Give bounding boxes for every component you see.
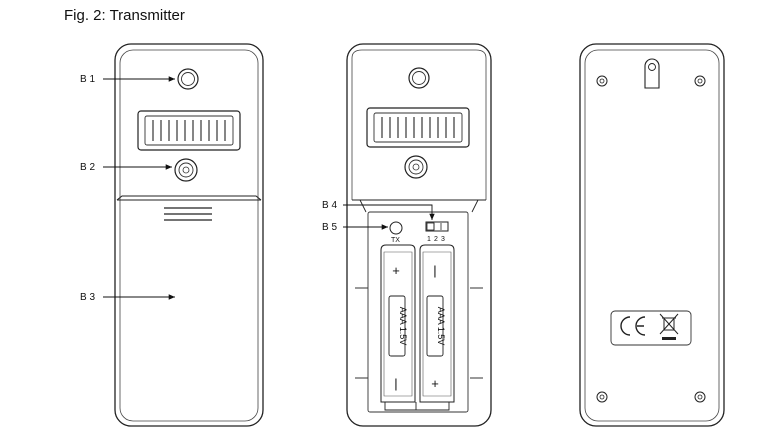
ce-mark-icon <box>620 316 646 336</box>
open-view: TX 1 2 3 B 4 B 5 + | AAA 1.5V | <box>322 43 492 427</box>
front-b1-lens <box>177 68 199 90</box>
tx-label: TX <box>391 237 400 244</box>
callout-b4-arrow <box>343 204 435 220</box>
front-speaker-grille <box>137 110 241 151</box>
right-battery-label: AAA 1.5V <box>436 307 446 346</box>
left-battery-label: AAA 1.5V <box>398 307 408 346</box>
front-b2-button <box>174 158 198 182</box>
front-view: B 1 B 2 B 3 <box>80 43 264 427</box>
callout-b2: B 2 <box>80 162 95 173</box>
screw-bottom-left-icon <box>596 391 608 403</box>
left-bottom-mark: | <box>394 376 397 391</box>
figure-title: Fig. 2: Transmitter <box>64 7 185 24</box>
switch-position-3: 3 <box>441 236 445 243</box>
open-top-lens <box>408 67 430 89</box>
open-button <box>404 155 428 179</box>
back-housing <box>579 43 725 427</box>
open-housing <box>346 43 492 427</box>
switch-position-1: 1 <box>427 236 431 243</box>
callout-b5: B 5 <box>322 222 337 233</box>
crossed-out-bin-icon <box>659 313 679 340</box>
channel-switch: 1 2 3 <box>425 221 449 243</box>
switch-position-2: 2 <box>434 236 438 243</box>
front-battery-cover <box>116 195 262 221</box>
callout-b4: B 4 <box>322 200 337 211</box>
left-top-mark: + <box>392 263 400 278</box>
screw-top-left-icon <box>596 75 608 87</box>
battery-compartment <box>367 211 469 413</box>
right-top-mark: | <box>433 263 436 278</box>
label-plate <box>610 310 692 346</box>
tx-button: TX <box>389 221 403 244</box>
callout-b3: B 3 <box>80 292 95 303</box>
open-speaker-grille <box>366 107 470 148</box>
front-housing <box>114 43 264 427</box>
callout-b1: B 1 <box>80 74 95 85</box>
screw-top-right-icon <box>694 75 706 87</box>
back-view <box>579 43 725 427</box>
battery-slot-left: + | AAA 1.5V <box>380 244 416 403</box>
screw-bottom-right-icon <box>694 391 706 403</box>
right-bottom-mark: + <box>431 376 439 391</box>
battery-slot-right: | + AAA 1.5V <box>419 244 455 403</box>
keyhole-hanger-icon <box>644 58 660 89</box>
